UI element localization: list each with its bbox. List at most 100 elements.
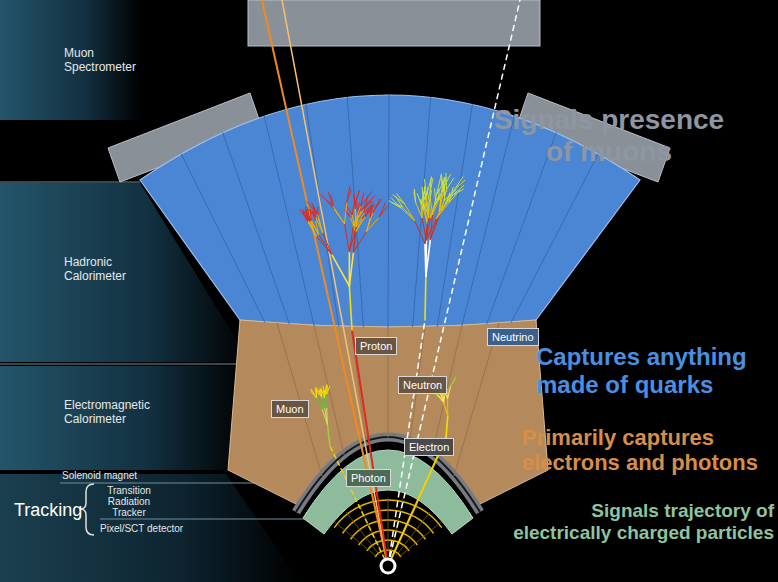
particle-shower (441, 174, 443, 191)
particle-shower (422, 187, 424, 200)
particle-shower (361, 193, 364, 206)
pixel-spoke (388, 498, 389, 552)
particle-shower (373, 199, 382, 212)
particle-shower (425, 217, 429, 243)
muon-chamber (248, 0, 540, 46)
particle-shower (355, 191, 360, 205)
particle-shower (353, 208, 364, 226)
muon-track (282, 0, 388, 566)
particle-shower (323, 391, 325, 398)
particle-name: Muon (276, 403, 304, 415)
particle-shower (391, 202, 402, 207)
particle-label: Neutrino (487, 328, 539, 346)
particle-shower (414, 220, 425, 243)
particle-shower (425, 240, 427, 276)
hadronic-segment (462, 116, 514, 325)
em-panel (0, 366, 248, 470)
particle-shower (311, 221, 318, 235)
em-calorimeter (228, 320, 548, 506)
particle-shower (316, 398, 322, 409)
particle-shower (349, 226, 356, 251)
particle-shower (322, 397, 327, 408)
particle-shower (349, 252, 351, 286)
interaction-point (381, 559, 395, 573)
particle-shower (365, 202, 374, 212)
particle-label: Electron (404, 438, 454, 456)
particle-shower (327, 386, 330, 394)
particle-shower (307, 202, 317, 214)
particle-shower (437, 179, 441, 195)
particle-shower (317, 389, 322, 397)
particle-shower (454, 177, 463, 190)
group-name: Tracking (14, 500, 84, 521)
particle-shower (326, 408, 328, 425)
particle-shower (317, 397, 322, 408)
particle-shower (355, 209, 356, 227)
pixel-spoke (397, 512, 430, 555)
particle-shower (329, 192, 333, 206)
particle-shower (356, 212, 364, 226)
particle-shower (451, 379, 456, 386)
hadronic-segment (511, 154, 598, 322)
particle-shower (451, 377, 456, 386)
hadronic-segment (388, 95, 389, 327)
hadronic-segment (487, 133, 556, 324)
particle-shower (349, 252, 353, 286)
function-note: Signals presence of muons (478, 104, 740, 168)
particle-shower (322, 397, 327, 408)
function-note: Primarily captures electrons and photons (522, 425, 770, 475)
particle-shower (318, 214, 323, 233)
particle-shower (444, 394, 445, 403)
tracking-panel (0, 474, 300, 582)
particle-shower (353, 232, 366, 252)
hadronic-segment (264, 116, 314, 325)
particle-shower (397, 194, 404, 204)
particle-shower (402, 207, 414, 220)
particle-shower (366, 217, 379, 231)
panel-edge (0, 182, 140, 183)
particle-name: Neutrino (492, 331, 534, 343)
particle-shower (448, 386, 451, 399)
panel-edge (0, 364, 250, 365)
particle-shower (430, 201, 435, 218)
function-note: Signals trajectory of electrically charg… (494, 500, 774, 544)
particle-shower (416, 202, 422, 217)
part-name: Electromagnetic Calorimeter (64, 398, 164, 426)
particle-shower (435, 196, 440, 205)
particle-name: Proton (360, 340, 392, 352)
particle-shower (344, 224, 349, 252)
particle-shower (429, 201, 431, 218)
particle-shower (417, 194, 421, 203)
panel-edge (100, 519, 320, 520)
particle-shower (333, 206, 345, 224)
particle-shower (324, 390, 325, 397)
particle-label: Proton (355, 337, 397, 355)
pixel-spoke (346, 512, 379, 555)
particle-shower (437, 200, 445, 218)
particle-shower (324, 407, 327, 424)
particle-shower (332, 254, 350, 286)
particle-shower (327, 424, 330, 446)
particle-shower (426, 239, 431, 276)
particle-shower (434, 189, 436, 201)
electron-track (388, 438, 446, 566)
part-name: Muon Spectrometer (64, 46, 144, 74)
part-name: Pixel/SCT detector (100, 523, 230, 535)
particle-shower (326, 385, 328, 394)
particle-label: Photon (346, 469, 391, 487)
particle-shower (325, 385, 327, 395)
particle-shower (423, 200, 428, 217)
particle-shower (366, 213, 372, 232)
part-name: Hadronic Calorimeter (64, 255, 144, 283)
particle-shower (444, 184, 445, 200)
particle-shower (344, 202, 346, 223)
particle-shower (349, 286, 352, 330)
muon-track (262, 0, 388, 566)
hadronic-segment (413, 97, 431, 326)
part-name: Solenoid magnet (62, 470, 182, 482)
particle-shower (453, 185, 464, 195)
particle-shower (321, 398, 322, 408)
hadronic-segment (437, 104, 472, 326)
particle-name: Photon (351, 472, 386, 484)
